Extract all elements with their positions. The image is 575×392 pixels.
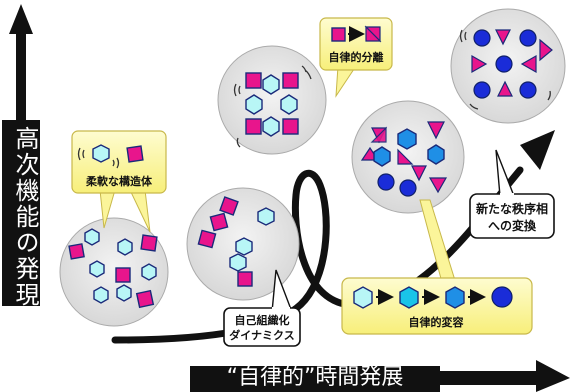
hexagon-shape bbox=[399, 286, 419, 309]
hexagon-shape bbox=[89, 260, 105, 278]
hexagon-shape bbox=[117, 238, 133, 256]
callout-self-organization-line2: ダイナミクス bbox=[229, 328, 294, 342]
square-shape bbox=[209, 212, 229, 232]
square-shape bbox=[115, 267, 131, 283]
callout-self-organization: 自己組織化 ダイナミクス bbox=[223, 269, 301, 347]
motion-marks bbox=[77, 147, 120, 169]
hexagon-shape bbox=[141, 263, 157, 281]
triangle-shape bbox=[495, 29, 511, 46]
progression-arrowhead bbox=[520, 130, 555, 170]
square-shape bbox=[245, 118, 262, 135]
circle-shape bbox=[519, 29, 537, 47]
triangle-shape bbox=[539, 38, 553, 62]
vertical-axis-label: 高次機能の発現 bbox=[11, 126, 39, 308]
horizontal-axis-label-box bbox=[190, 366, 440, 392]
square-shape bbox=[68, 243, 85, 260]
hexagon-shape bbox=[262, 116, 280, 137]
circle-shape bbox=[473, 81, 491, 99]
callout-self-organization-line1: 自己組織化 bbox=[235, 313, 290, 327]
square-shape bbox=[140, 234, 158, 252]
circle-shape bbox=[377, 173, 395, 191]
horizontal-axis-arrow bbox=[440, 360, 570, 392]
square-shape bbox=[219, 196, 239, 216]
hexagon-shape bbox=[353, 286, 373, 309]
square-shape bbox=[197, 229, 217, 249]
triangle-shape bbox=[370, 126, 387, 143]
hexagon-shape bbox=[229, 253, 247, 272]
hexagon-shape bbox=[262, 74, 280, 95]
square-shape bbox=[245, 72, 262, 89]
motion-marks bbox=[233, 65, 312, 148]
hexagon-shape bbox=[257, 207, 275, 226]
square-shape bbox=[237, 271, 253, 287]
callout-autonomous-separation-label: 自律的分離 bbox=[329, 50, 384, 64]
callout-new-order-phase: 新たな秩序相 への変換 bbox=[469, 149, 555, 239]
circle-shape bbox=[519, 81, 537, 99]
hexagon-shape bbox=[427, 144, 445, 165]
callout-autonomous-separation: 自律的分離 bbox=[319, 17, 393, 98]
vertical-axis-arrow bbox=[9, 4, 33, 125]
triangle-shape bbox=[428, 177, 448, 194]
circle-shape bbox=[495, 55, 513, 73]
hexagon-shape bbox=[116, 284, 132, 302]
hexagon-shape bbox=[445, 286, 465, 309]
bubble-autonomous-transformation bbox=[351, 100, 465, 214]
horizontal-axis-label: “自律的”時間発展 bbox=[226, 365, 404, 390]
callout-autonomous-transformation: 自律的変容 bbox=[341, 199, 533, 335]
motion-marks bbox=[459, 29, 551, 110]
triangle-shape bbox=[520, 54, 537, 74]
square-shape bbox=[282, 72, 299, 89]
circle-shape bbox=[473, 29, 491, 47]
circle-shape bbox=[399, 179, 417, 197]
vertical-axis-label-box bbox=[2, 120, 40, 306]
hexagon-shape bbox=[397, 128, 417, 150]
circle-shape bbox=[491, 286, 513, 308]
callout-new-order-line2: への変換 bbox=[488, 218, 537, 233]
hexagon-shape bbox=[92, 144, 110, 163]
hexagon-shape bbox=[245, 94, 263, 115]
hexagon-shape bbox=[280, 94, 298, 115]
square-shape bbox=[331, 27, 346, 42]
hexagon-shape bbox=[84, 228, 100, 246]
bubble-autonomous-separation bbox=[217, 45, 327, 155]
triangle-shape bbox=[497, 80, 513, 97]
bubble-new-order-phase bbox=[450, 8, 566, 124]
triangle-shape bbox=[471, 54, 488, 74]
callout-flexible-structure-label: 柔軟な構造体 bbox=[85, 174, 153, 188]
square-shape bbox=[126, 145, 144, 163]
callout-flexible-structure: 柔軟な構造体 bbox=[71, 130, 167, 233]
hexagon-shape bbox=[373, 146, 391, 167]
square-shape bbox=[135, 289, 155, 309]
hexagon-shape bbox=[235, 237, 253, 256]
triangle-shape bbox=[365, 25, 382, 42]
bubble-self-organization bbox=[186, 187, 300, 301]
square-shape bbox=[282, 118, 299, 135]
hexagon-shape bbox=[93, 286, 109, 304]
callout-new-order-line1: 新たな秩序相 bbox=[476, 201, 548, 216]
bubble-flexible-structure bbox=[59, 217, 169, 327]
triangle-shape bbox=[427, 121, 445, 140]
triangle-shape bbox=[397, 148, 414, 165]
callout-autonomous-transformation-label: 自律的変容 bbox=[409, 315, 464, 329]
triangle-shape bbox=[411, 165, 427, 182]
